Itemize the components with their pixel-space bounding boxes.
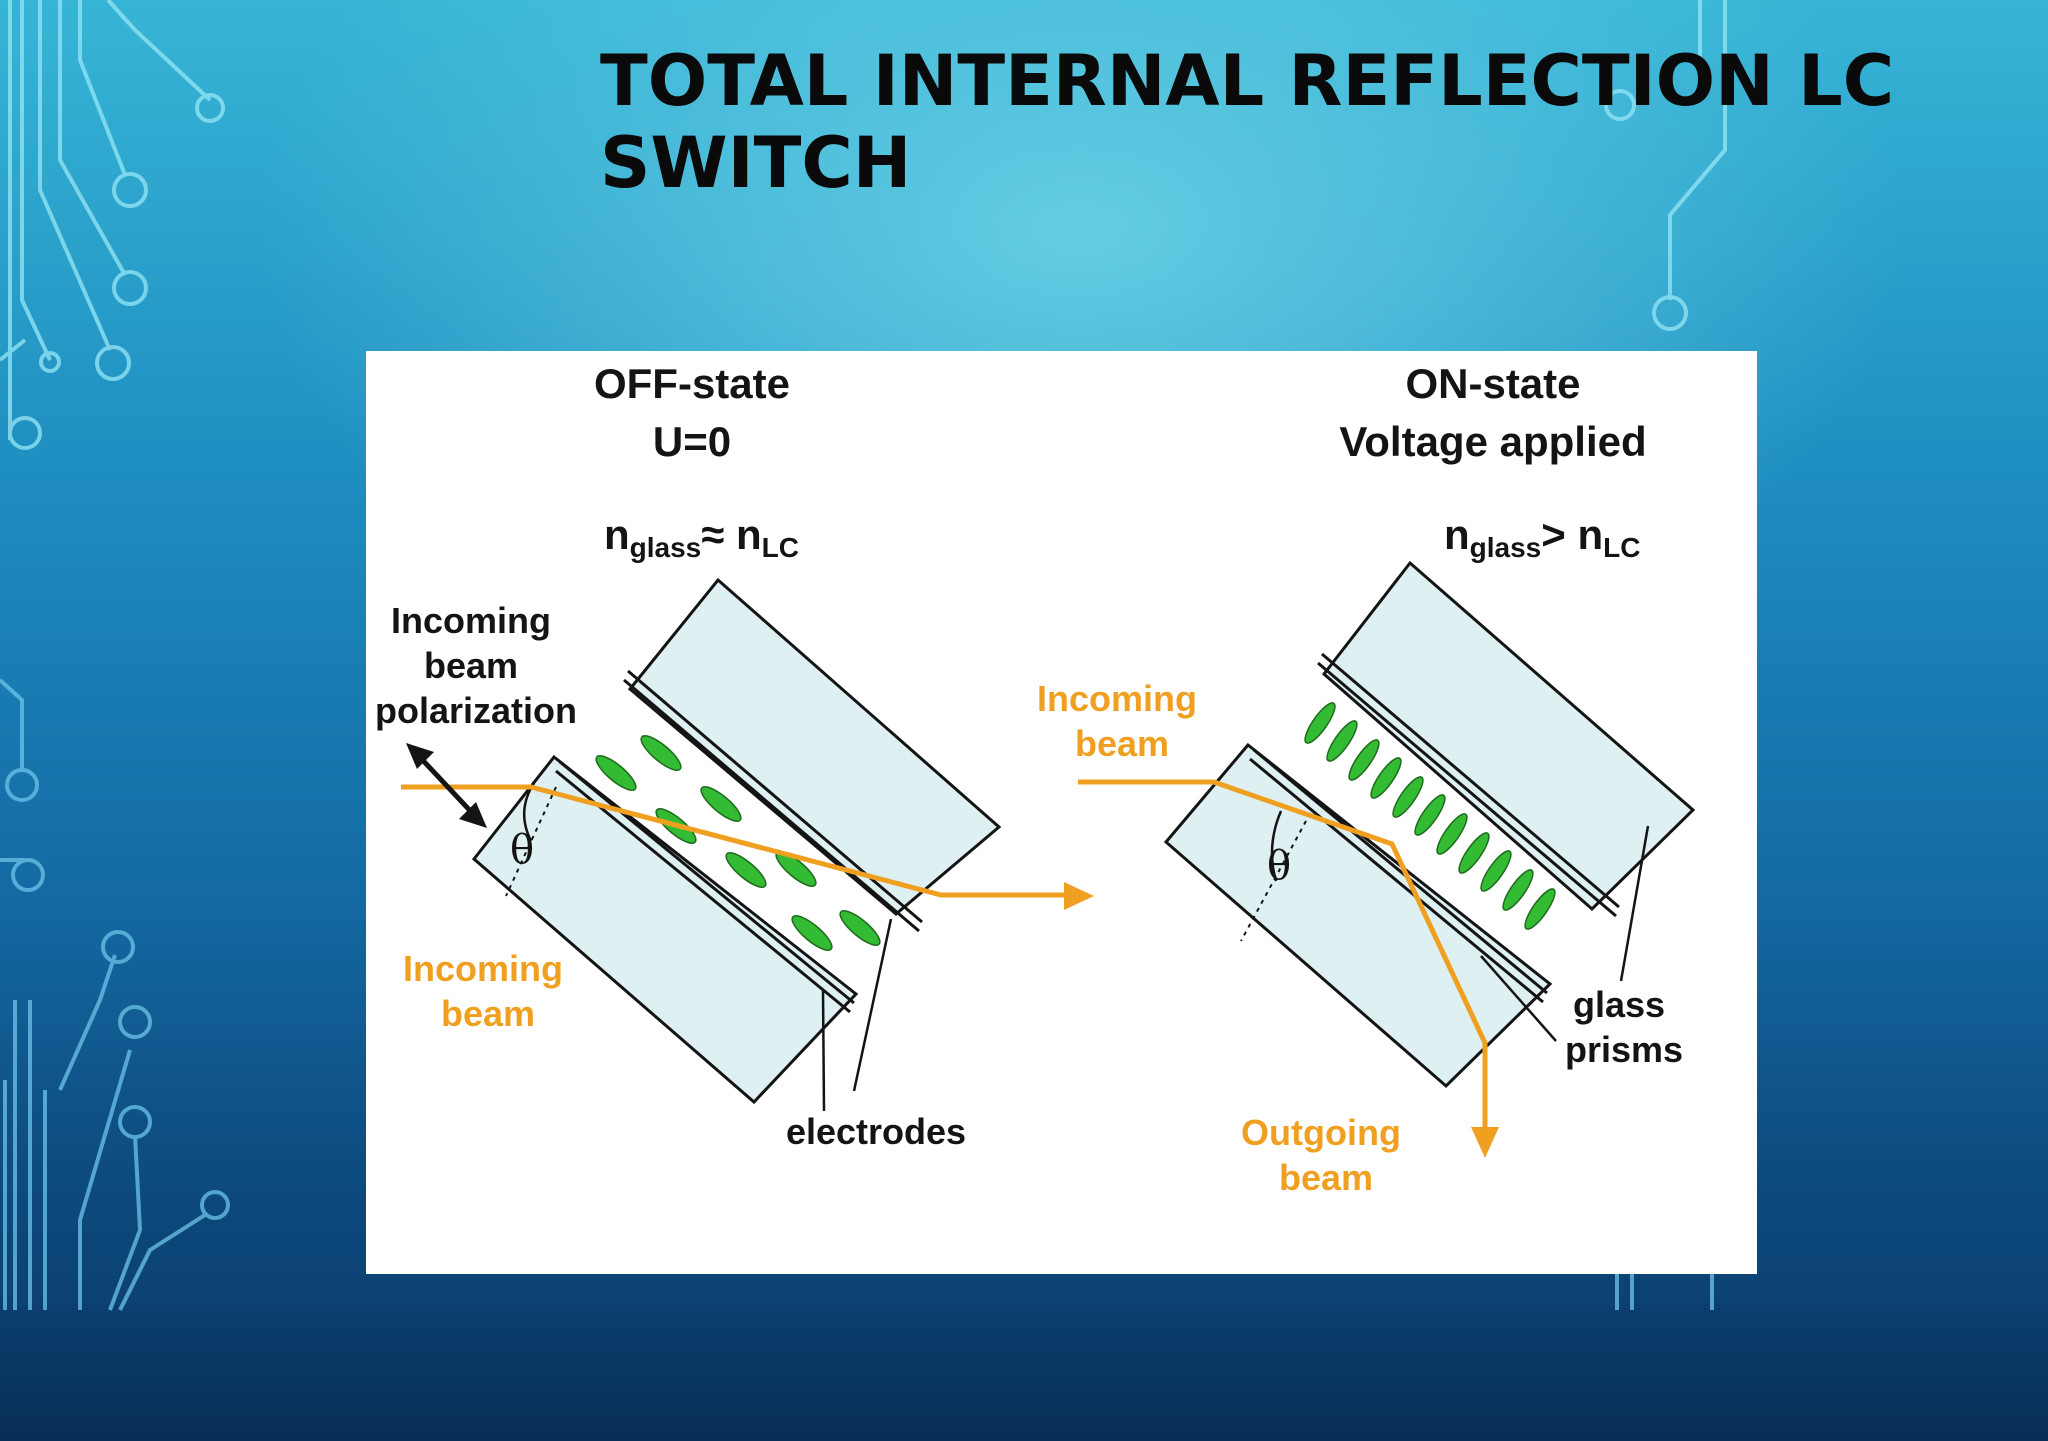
on-state-panel: ON-state Voltage applied nglass> nLC bbox=[1037, 360, 1696, 1198]
outgoing-beam-label: Outgoing beam bbox=[1241, 1112, 1411, 1198]
slide-title: TOTAL INTERNAL REFLECTION LC SWITCH bbox=[600, 40, 1895, 204]
off-incoming-beam-label: Incoming beam bbox=[403, 948, 573, 1034]
footer-band bbox=[0, 1305, 2048, 1441]
on-lc-molecules bbox=[1304, 702, 1556, 930]
on-state-index-relation: nglass> nLC bbox=[1444, 511, 1640, 563]
off-upper-glass-prism bbox=[627, 577, 1002, 916]
on-beam-path bbox=[1078, 779, 1488, 1141]
off-state-panel: OFF-state U=0 nglass≈ nLC bbox=[375, 360, 1094, 1152]
off-state-index-relation: nglass≈ nLC bbox=[604, 511, 799, 563]
electrodes-label: electrodes bbox=[786, 1111, 966, 1152]
off-state-heading: OFF-state bbox=[594, 360, 790, 407]
off-theta-label: θ bbox=[510, 827, 534, 873]
off-lower-glass-prism bbox=[471, 754, 859, 1105]
off-beam-path bbox=[401, 784, 1066, 898]
on-upper-glass-prism bbox=[1321, 560, 1696, 912]
on-incoming-beam-label: Incoming beam bbox=[1037, 678, 1207, 764]
glass-prisms-label: glass prisms bbox=[1565, 984, 1683, 1070]
off-state-voltage: U=0 bbox=[653, 418, 731, 465]
on-state-voltage: Voltage applied bbox=[1339, 418, 1646, 465]
on-beam-arrowhead bbox=[1471, 1127, 1499, 1158]
off-polarization-label: Incoming beam polarization bbox=[375, 600, 577, 731]
off-polarization-arrow bbox=[414, 751, 478, 819]
on-theta-label: θ bbox=[1267, 843, 1291, 889]
on-state-heading: ON-state bbox=[1405, 360, 1580, 407]
on-lower-glass-prism bbox=[1163, 742, 1553, 1089]
tir-switch-diagram: OFF-state U=0 nglass≈ nLC bbox=[366, 351, 1757, 1274]
